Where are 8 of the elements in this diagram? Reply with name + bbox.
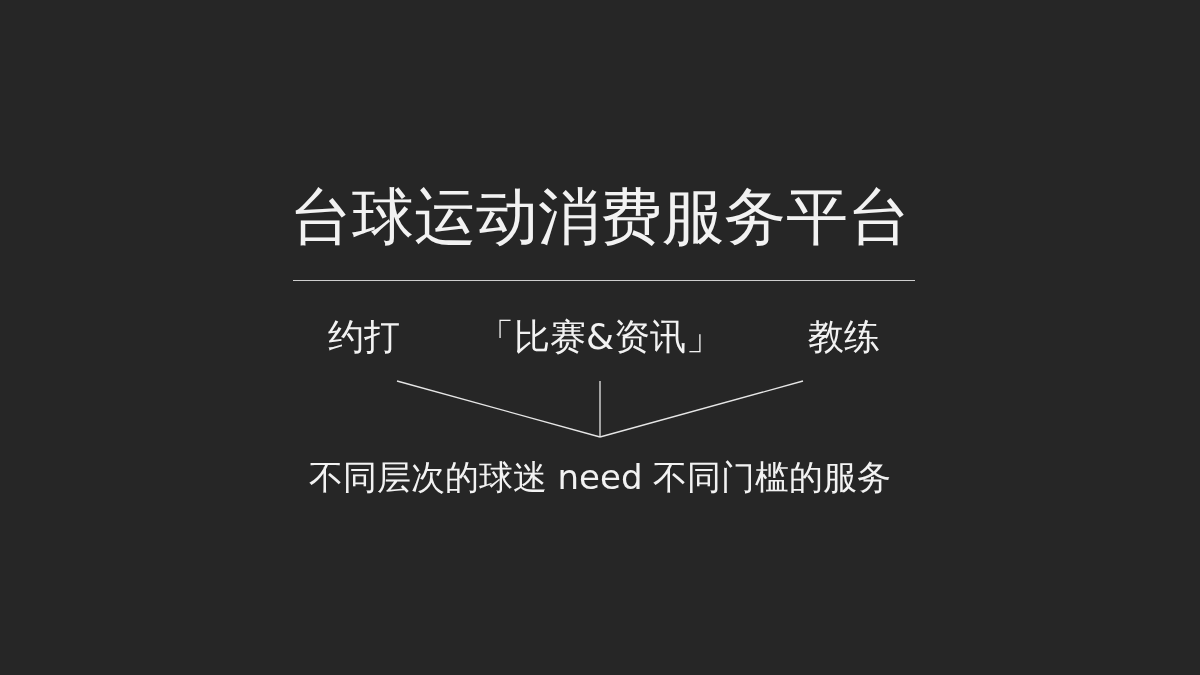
connector-line [599,380,601,438]
category-label: 约打 [328,314,400,359]
connector-line [599,380,804,438]
connector-line [396,380,601,438]
category-label: 教练 [808,314,880,359]
category-label: 「比赛&资讯」 [477,314,723,359]
title: 台球运动消费服务平台 [289,179,911,255]
summary-text: 不同层次的球迷 need 不同门槛的服务 [308,456,892,499]
